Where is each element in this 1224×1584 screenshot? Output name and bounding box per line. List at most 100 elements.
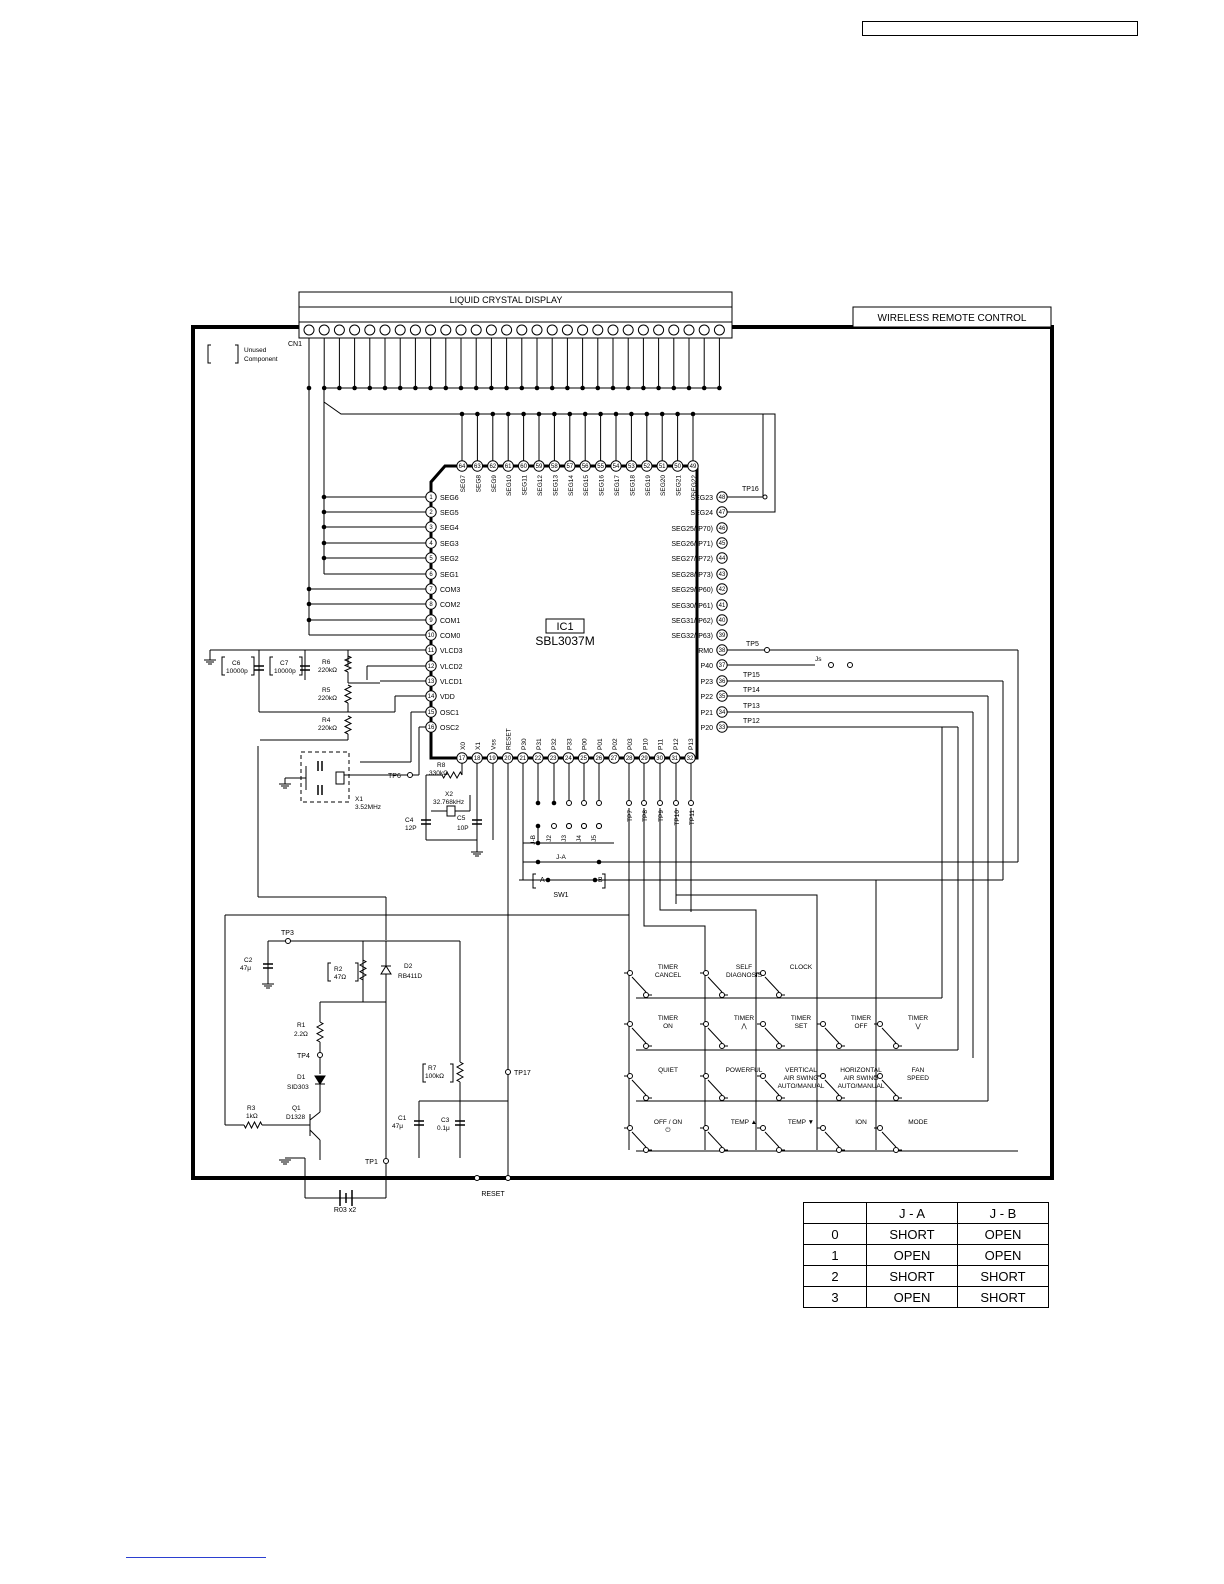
- terminal-ring: [627, 970, 633, 976]
- connector-cn1: [298, 321, 733, 339]
- pin-circle: [425, 521, 437, 533]
- terminal-ring: [847, 662, 853, 668]
- pin-number: 22: [535, 756, 542, 762]
- terminal-ring: [776, 992, 782, 998]
- label: 220kΩ: [318, 667, 337, 674]
- pin-number: 46: [719, 526, 726, 532]
- pin-number: 49: [690, 464, 697, 470]
- wire: [675, 808, 818, 1150]
- pin-number: 58: [551, 464, 558, 470]
- pin-number: 25: [580, 756, 587, 762]
- terminal-ring: [719, 1043, 725, 1049]
- pin-number: 54: [613, 464, 620, 470]
- label: 10000p: [226, 668, 248, 675]
- terminal-ring: [703, 970, 709, 976]
- table-cell: SHORT: [866, 1223, 958, 1245]
- pin-circle: [547, 752, 559, 764]
- terminal-ring: [285, 938, 291, 944]
- pin-label: COM0: [440, 633, 460, 640]
- test-point-label: TP11: [689, 810, 696, 825]
- resistor-symbol: [343, 684, 353, 704]
- label: RB411D: [398, 973, 422, 980]
- wire: [309, 1111, 321, 1121]
- pin-circle: [425, 598, 437, 610]
- pin-number: 51: [659, 464, 666, 470]
- label: 3.52MHz: [355, 804, 381, 811]
- pin-label: VLCD1: [440, 679, 463, 686]
- wire: [643, 808, 706, 1150]
- pin-circle: [716, 537, 728, 549]
- table-cell: 3: [803, 1286, 867, 1308]
- pin-number: 26: [595, 756, 602, 762]
- junction-dot: [367, 385, 373, 391]
- junction-dot: [582, 411, 588, 417]
- label: 220kΩ: [318, 725, 337, 732]
- diode-d2: [380, 965, 392, 975]
- pin-label: P00: [582, 738, 589, 750]
- junction-dot: [428, 385, 433, 391]
- title-box: [852, 306, 1052, 328]
- connector-pin: [561, 324, 573, 336]
- pin-number: 21: [519, 756, 526, 762]
- pin-circle: [425, 644, 437, 656]
- table-row: 0 SHORT OPEN: [803, 1223, 1049, 1245]
- pin-label: OSC2: [440, 725, 459, 732]
- pin-number: 32: [687, 756, 694, 762]
- connector-pin: [637, 324, 649, 336]
- pin-number: 59: [536, 464, 543, 470]
- pin-number: 31: [671, 756, 678, 762]
- pin-label: SEG16: [599, 475, 606, 496]
- table-row: 1 OPEN OPEN: [803, 1244, 1049, 1266]
- terminal-ring: [877, 1125, 883, 1131]
- pin-label: SEG30/(P61): [671, 603, 713, 610]
- pin-label: RESET: [506, 728, 513, 750]
- pin-circle: [623, 752, 635, 764]
- junction-dot: [701, 385, 707, 391]
- terminal-ring: [688, 800, 694, 806]
- key-label: TIMER: [734, 1015, 755, 1022]
- pin-circle: [716, 506, 728, 518]
- junction-dot: [644, 411, 650, 417]
- junction-dot: [473, 385, 479, 391]
- junction-dot: [413, 385, 418, 391]
- pin-label: COM1: [440, 618, 460, 625]
- wire: [764, 1079, 780, 1096]
- connector-pin: [425, 324, 437, 336]
- terminal-ring: [703, 1073, 709, 1079]
- label: 0.1μ: [437, 1125, 450, 1132]
- key-label: FAN: [912, 1067, 925, 1074]
- pin-circle: [562, 752, 575, 764]
- pin-label: SEG26/(P71): [671, 541, 713, 548]
- connector-pin: [501, 324, 513, 336]
- terminal-ring: [776, 1043, 782, 1049]
- label: R6: [322, 659, 331, 666]
- connector-pin: [622, 324, 634, 336]
- table-cell: OPEN: [957, 1244, 1049, 1266]
- key-label: TEMP ▼: [788, 1119, 814, 1126]
- key-label: SET: [795, 1023, 808, 1030]
- junction-dot: [519, 385, 525, 391]
- label: R4: [322, 717, 331, 724]
- pin-label: X1: [475, 742, 482, 750]
- pin-number: 36: [719, 679, 726, 685]
- legend-line1: Unused: [244, 347, 267, 354]
- pin-circle: [425, 629, 437, 641]
- pin-number: 34: [719, 710, 726, 716]
- key-label: POWERFUL: [726, 1067, 763, 1074]
- pin-number: 18: [474, 756, 481, 762]
- pin-circle: [577, 752, 590, 764]
- wire: [251, 656, 255, 676]
- terminal-ring: [836, 1043, 842, 1049]
- terminal-ring: [474, 1175, 480, 1181]
- pin-label: SEG9: [491, 475, 498, 493]
- terminal-ring: [877, 1021, 883, 1027]
- connector-pin: [577, 324, 589, 336]
- key-label: QUIET: [658, 1067, 678, 1074]
- label: 2.2Ω: [294, 1031, 308, 1038]
- pin-number: 60: [520, 464, 527, 470]
- pin-circle: [456, 460, 468, 472]
- pin-label: SEG15: [583, 475, 590, 496]
- wire: [764, 976, 780, 993]
- label: 220kΩ: [318, 695, 337, 702]
- terminal-ring: [828, 662, 834, 668]
